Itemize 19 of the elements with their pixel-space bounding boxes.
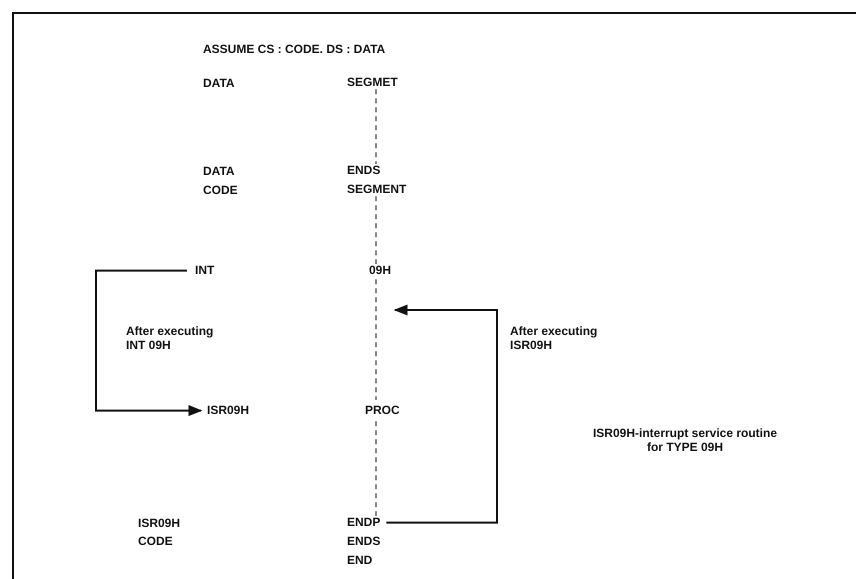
arrow <box>386 304 498 524</box>
code-word: ENDP <box>347 516 380 530</box>
code-word: ASSUME CS : CODE. DS : DATA <box>203 42 386 56</box>
code-word: CODE <box>203 183 239 198</box>
code-word: ISR09H <box>207 404 250 418</box>
code-word: END <box>347 553 374 568</box>
code-word: SEGMENT <box>347 183 406 196</box>
code-word: DATA <box>203 76 236 90</box>
code-word: ENDS <box>347 534 382 548</box>
code-word: DATA <box>203 164 236 178</box>
code-word: INT <box>195 264 214 278</box>
code-word: CODE <box>138 534 174 548</box>
code-word: ISR09H <box>138 516 182 530</box>
code-word: 09H <box>369 264 392 278</box>
arrow <box>95 270 202 416</box>
note-text: ISR09H-interrupt service routine for TYPE 09H <box>592 426 778 455</box>
code-word: ENDS <box>347 164 380 178</box>
code-word: SEGMET <box>347 76 398 90</box>
code-word: PROC <box>365 404 400 418</box>
